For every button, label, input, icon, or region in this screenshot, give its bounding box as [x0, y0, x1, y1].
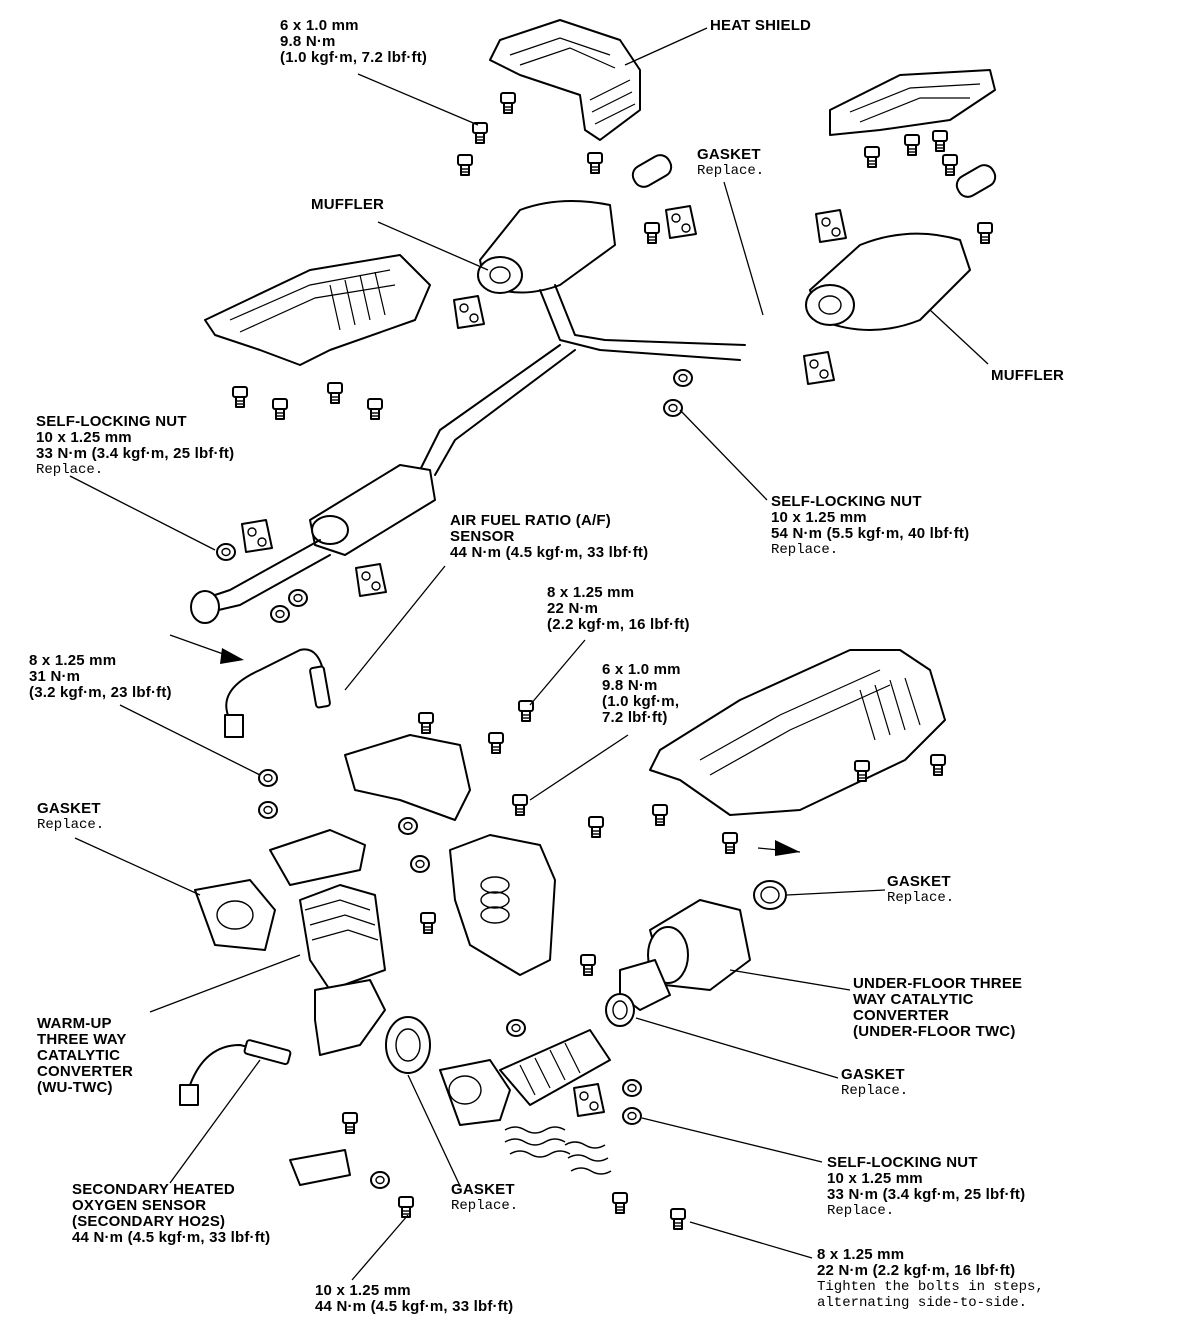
- label-line: HEAT SHIELD: [710, 17, 812, 34]
- label-line: SELF-LOCKING NUT: [771, 493, 922, 510]
- label-note: Replace.: [887, 890, 955, 906]
- callout-bolt-6-98: 6 x 1.0 mm 9.8 N·m (1.0 kgf·m, 7.2 lbf·f…: [602, 662, 681, 726]
- callout-muffler-right: MUFFLER: [991, 368, 1064, 384]
- label-line: 54 N·m (5.5 kgf·m, 40 lbf·ft): [771, 525, 970, 542]
- label-note: Replace.: [771, 542, 839, 558]
- label-title: GASKET: [451, 1181, 515, 1198]
- label-line: 22 N·m: [547, 600, 599, 617]
- heat-shield-mid-left: [204, 254, 431, 366]
- label-line: 6 x 1.0 mm: [280, 17, 359, 34]
- callout-self-locking-nut-right: SELF-LOCKING NUT 10 x 1.25 mm 54 N·m (5.…: [771, 493, 970, 559]
- callout-wu-twc: WARM-UP THREE WAY CATALYTIC CONVERTER (W…: [37, 1016, 133, 1096]
- leader-lines: [69, 27, 989, 1281]
- label-line: 33 N·m (3.4 kgf·m, 25 lbf·ft): [827, 1186, 1026, 1203]
- label-line: 9.8 N·m: [602, 677, 658, 694]
- label-title: GASKET: [841, 1066, 905, 1083]
- flex-pipe-part: [385, 1016, 611, 1126]
- label-line: 31 N·m: [29, 668, 81, 685]
- label-line: 8 x 1.25 mm: [29, 652, 117, 669]
- callout-gasket-left: GASKET Replace.: [37, 800, 105, 834]
- label-line: SENSOR: [450, 528, 515, 545]
- ho2s-part: [179, 1039, 292, 1106]
- label-note: alternating side-to-side.: [817, 1295, 1028, 1311]
- muffler-left-part: [477, 154, 673, 294]
- label-line: (2.2 kgf·m, 16 lbf·ft): [547, 616, 690, 633]
- callout-gasket-top: GASKET Replace.: [697, 146, 765, 180]
- callout-bolt-8-31: 8 x 1.25 mm 31 N·m (3.2 kgf·m, 23 lbf·ft…: [29, 653, 172, 701]
- label-line: 9.8 N·m: [280, 33, 336, 50]
- callout-heat-shield-bolt: 6 x 1.0 mm 9.8 N·m (1.0 kgf·m, 7.2 lbf·f…: [280, 18, 427, 66]
- heat-shield-top-right: [829, 69, 996, 136]
- callout-gasket-right-mid: GASKET Replace.: [887, 873, 955, 907]
- label-note: Replace.: [37, 817, 105, 833]
- label-note: Replace.: [36, 462, 104, 478]
- label-line: (3.2 kgf·m, 23 lbf·ft): [29, 684, 172, 701]
- spring-bolts: [289, 1126, 612, 1186]
- label-line: 33 N·m (3.4 kgf·m, 25 lbf·ft): [36, 445, 235, 462]
- catalyst-heat-shield: [344, 734, 556, 976]
- label-line: SELF-LOCKING NUT: [36, 413, 187, 430]
- muffler-right-part: [805, 164, 997, 331]
- wu-twc-part: [194, 829, 386, 1056]
- label-line: SELF-LOCKING NUT: [827, 1154, 978, 1171]
- label-note: Replace.: [451, 1198, 519, 1214]
- label-note: Tighten the bolts in steps,: [817, 1279, 1044, 1295]
- label-line: CONVERTER: [853, 1007, 949, 1024]
- label-line: 8 x 1.25 mm: [817, 1246, 905, 1263]
- label-line: 10 x 1.25 mm: [36, 429, 132, 446]
- callout-ho2s: SECONDARY HEATED OXYGEN SENSOR (SECONDAR…: [72, 1182, 270, 1246]
- label-line: SECONDARY HEATED: [72, 1181, 235, 1198]
- label-line: (1.0 kgf·m, 7.2 lbf·ft): [280, 49, 428, 66]
- label-line: WARM-UP: [37, 1015, 112, 1032]
- label-line: 10 x 1.25 mm: [315, 1282, 411, 1299]
- label-line: AIR FUEL RATIO (A/F): [450, 512, 611, 529]
- label-line: (UNDER-FLOOR TWC): [853, 1023, 1016, 1040]
- callout-bolt-8-22-bottom: 8 x 1.25 mm 22 N·m (2.2 kgf·m, 16 lbf·ft…: [817, 1246, 1044, 1312]
- label-line: 44 N·m (4.5 kgf·m, 33 lbf·ft): [315, 1298, 514, 1315]
- exhaust-pipe: [190, 284, 746, 624]
- label-title: GASKET: [37, 800, 101, 817]
- callout-uf-twc: UNDER-FLOOR THREE WAY CATALYTIC CONVERTE…: [853, 976, 1022, 1040]
- label-line: WAY CATALYTIC: [853, 991, 974, 1008]
- label-line: THREE WAY: [37, 1031, 127, 1048]
- heat-shield-lower-right: [649, 649, 946, 816]
- label-line: 7.2 lbf·ft): [602, 709, 668, 726]
- callout-gasket-right-low: GASKET Replace.: [841, 1066, 909, 1100]
- callout-muffler-left: MUFFLER: [311, 197, 384, 213]
- label-line: UNDER-FLOOR THREE: [853, 975, 1023, 992]
- label-line: CATALYTIC: [37, 1047, 121, 1064]
- label-note: Replace.: [697, 163, 765, 179]
- label-line: MUFFLER: [311, 196, 385, 213]
- callout-af-sensor: AIR FUEL RATIO (A/F) SENSOR 44 N·m (4.5 …: [450, 513, 648, 561]
- af-sensor-part: [224, 648, 331, 738]
- label-line: MUFFLER: [991, 367, 1065, 384]
- label-line: 8 x 1.25 mm: [547, 584, 635, 601]
- label-line: 44 N·m (4.5 kgf·m, 33 lbf·ft): [450, 544, 649, 561]
- uf-twc-part: [605, 880, 787, 1027]
- label-title: GASKET: [697, 146, 761, 163]
- label-line: (SECONDARY HO2S): [72, 1213, 226, 1230]
- label-line: CONVERTER: [37, 1063, 133, 1080]
- callout-self-locking-nut-low: SELF-LOCKING NUT 10 x 1.25 mm 33 N·m (3.…: [827, 1154, 1026, 1220]
- callout-heat-shield: HEAT SHIELD: [710, 18, 811, 34]
- label-line: 10 x 1.25 mm: [771, 509, 867, 526]
- label-line: (1.0 kgf·m,: [602, 693, 680, 710]
- callout-gasket-bottom: GASKET Replace.: [451, 1181, 519, 1215]
- label-line: 22 N·m (2.2 kgf·m, 16 lbf·ft): [817, 1262, 1016, 1279]
- label-line: OXYGEN SENSOR: [72, 1197, 207, 1214]
- label-title: GASKET: [887, 873, 951, 890]
- label-line: (WU-TWC): [37, 1079, 113, 1096]
- callout-bolt-8-22: 8 x 1.25 mm 22 N·m (2.2 kgf·m, 16 lbf·ft…: [547, 585, 690, 633]
- callout-bolt-10-44: 10 x 1.25 mm 44 N·m (4.5 kgf·m, 33 lbf·f…: [315, 1283, 513, 1315]
- label-line: 10 x 1.25 mm: [827, 1170, 923, 1187]
- label-line: 6 x 1.0 mm: [602, 661, 681, 678]
- callout-self-locking-nut-left: SELF-LOCKING NUT 10 x 1.25 mm 33 N·m (3.…: [36, 413, 235, 479]
- label-note: Replace.: [841, 1083, 909, 1099]
- label-note: Replace.: [827, 1203, 895, 1219]
- heat-shield-top: [489, 19, 641, 141]
- label-line: 44 N·m (4.5 kgf·m, 33 lbf·ft): [72, 1229, 271, 1246]
